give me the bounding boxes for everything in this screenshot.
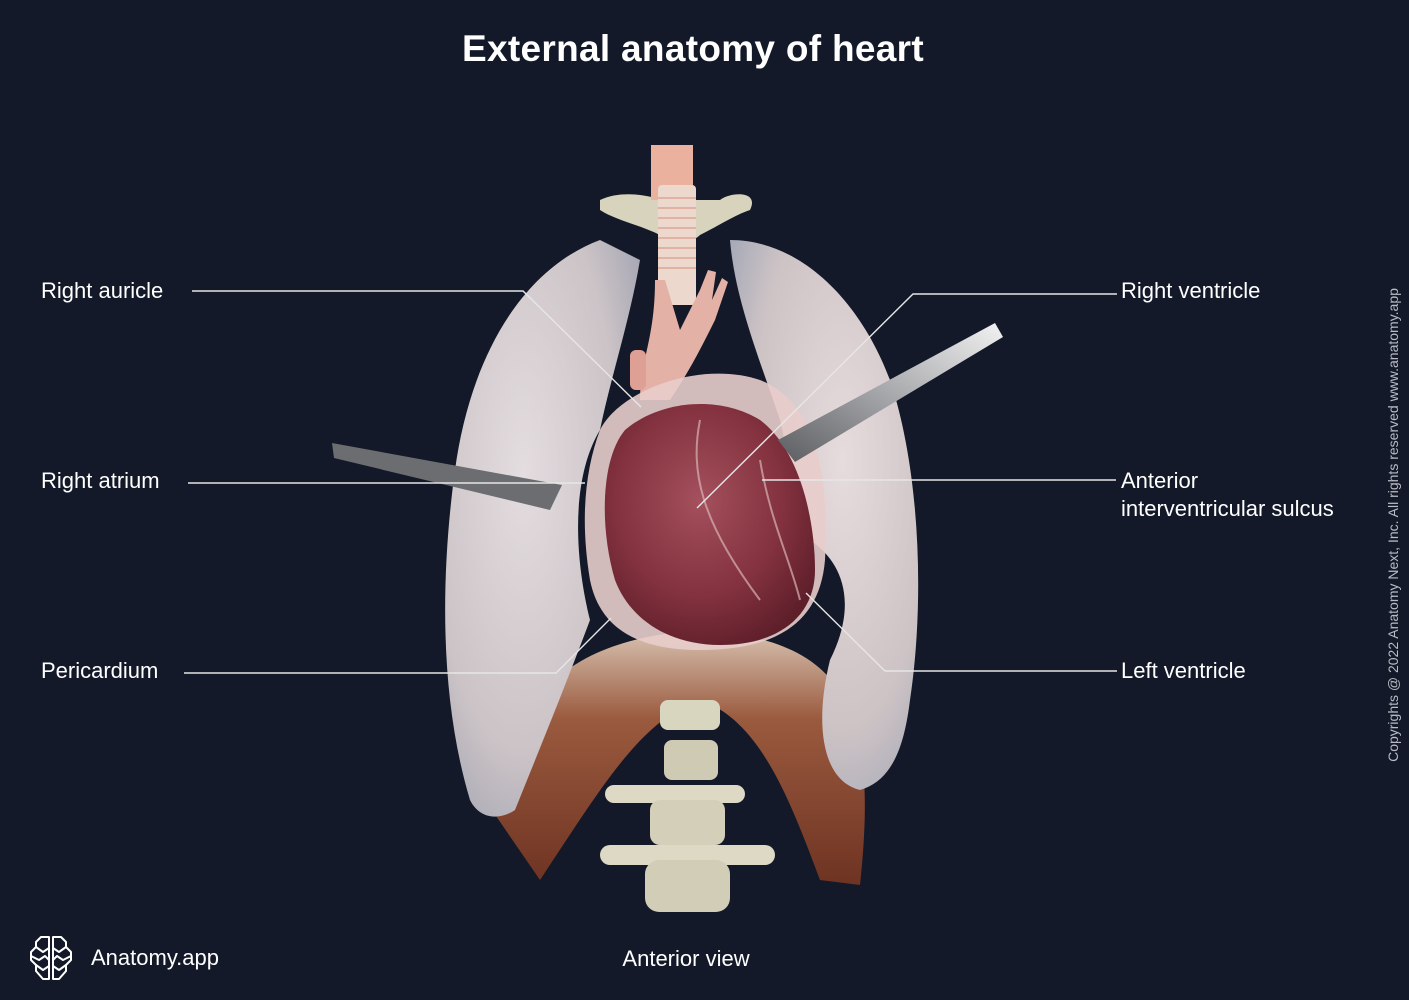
label-left-ventricle: Left ventricle (1121, 658, 1246, 683)
label-right-ventricle: Right ventricle (1121, 278, 1261, 303)
label-line-1: Anterior (1121, 468, 1199, 493)
brain-logo-icon (30, 936, 72, 980)
label-right-atrium: Right atrium (41, 468, 160, 493)
label-right-auricle: Right auricle (41, 278, 164, 303)
page-title: External anatomy of heart (462, 28, 924, 69)
brand-name: Anatomy.app (91, 945, 220, 970)
vertebral-column (600, 700, 775, 912)
label-anterior-interventricular-sulcus: Anterior interventricular sulcus (1121, 467, 1334, 523)
brand-logo[interactable]: Anatomy.app (25, 934, 219, 982)
diaphragm (485, 630, 865, 885)
trachea (651, 145, 696, 305)
copyright-notice: Copyrights @ 2022 Anatomy Next, Inc. All… (1385, 288, 1401, 762)
view-caption: Anterior view (622, 946, 750, 971)
label-line-2: interventricular sulcus (1121, 496, 1334, 521)
retractor-left (332, 443, 562, 510)
label-pericardium: Pericardium (41, 658, 159, 683)
